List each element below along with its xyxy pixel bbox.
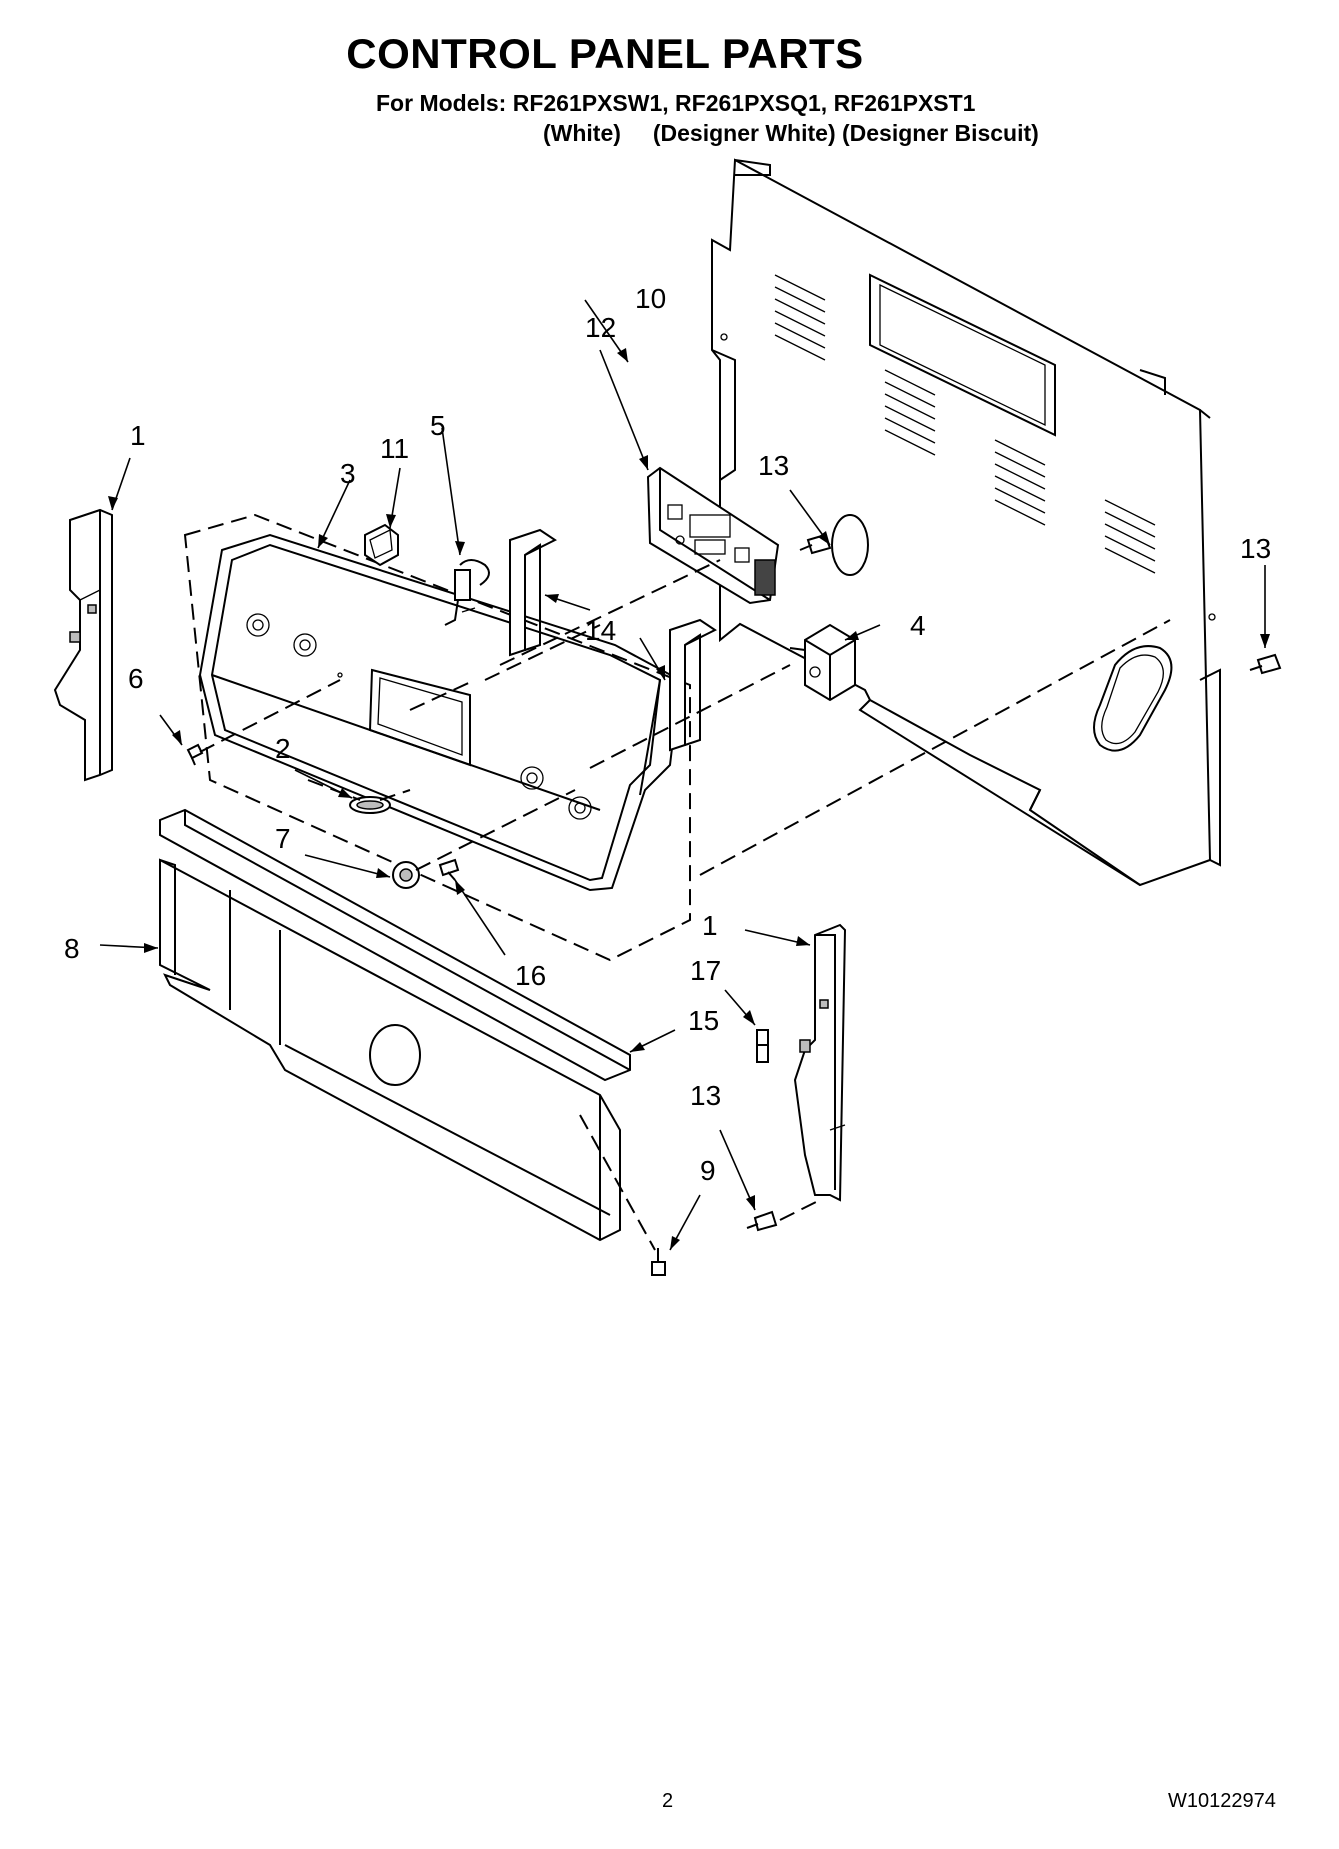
wire-harness-part-5	[444, 559, 490, 626]
callout-13-right: 13	[1240, 533, 1271, 564]
callout-8: 8	[64, 933, 80, 964]
document-number: W10122974	[1168, 1790, 1276, 1812]
callout-16: 16	[515, 960, 546, 991]
badge-part-2	[349, 796, 391, 814]
screw-part-6	[186, 743, 204, 766]
colors-line: (White) (Designer White) (Designer Biscu…	[543, 120, 1039, 146]
end-cap-part-1-left	[53, 508, 113, 782]
bracket-part-14-b	[669, 618, 717, 752]
electronic-control-part-12	[646, 466, 780, 605]
callout-11: 11	[380, 433, 409, 464]
callout-7: 7	[275, 823, 291, 854]
screw-part-16	[438, 858, 460, 881]
callout-4: 4	[910, 610, 926, 641]
callout-10: 10	[635, 283, 666, 314]
callout-14: 14	[585, 615, 616, 646]
callout-6: 6	[128, 663, 144, 694]
knob-insert-part-7	[392, 861, 420, 889]
callout-12: 12	[585, 312, 616, 343]
callout-13-panel: 13	[758, 450, 789, 481]
arrow-heads	[108, 348, 1270, 1250]
bracket-part-14-a	[509, 528, 557, 657]
models-line: For Models: RF261PXSW1, RF261PXSQ1, RF26…	[376, 90, 976, 116]
callout-5: 5	[430, 410, 446, 441]
callout-2: 2	[275, 733, 291, 764]
page-number: 2	[662, 1790, 674, 1812]
trim-part-15	[159, 808, 631, 1082]
clip-part-17	[756, 1029, 769, 1063]
rear-panel-part-10	[711, 158, 1221, 887]
callout-1-right: 1	[702, 910, 718, 941]
screw-part-13-right	[1249, 653, 1282, 675]
clip-part-11	[364, 523, 399, 567]
callout-15: 15	[688, 1005, 719, 1036]
callout-9: 9	[700, 1155, 716, 1186]
console-assembly-outline	[183, 513, 691, 962]
end-cap-part-1-right	[793, 923, 847, 1202]
lower-panel-part-8	[159, 858, 621, 1242]
screw-part-13-lower	[746, 1210, 778, 1232]
page-title: CONTROL PANEL PARTS	[346, 30, 864, 77]
callout-1-left: 1	[130, 420, 146, 451]
assembly-lines	[199, 559, 1171, 1251]
callout-13-lower: 13	[690, 1080, 721, 1111]
console-part-3	[198, 533, 682, 892]
screw-part-9	[651, 1248, 666, 1276]
callout-3: 3	[340, 458, 356, 489]
callout-17: 17	[690, 955, 721, 986]
oven-switch-part-4	[789, 623, 856, 702]
